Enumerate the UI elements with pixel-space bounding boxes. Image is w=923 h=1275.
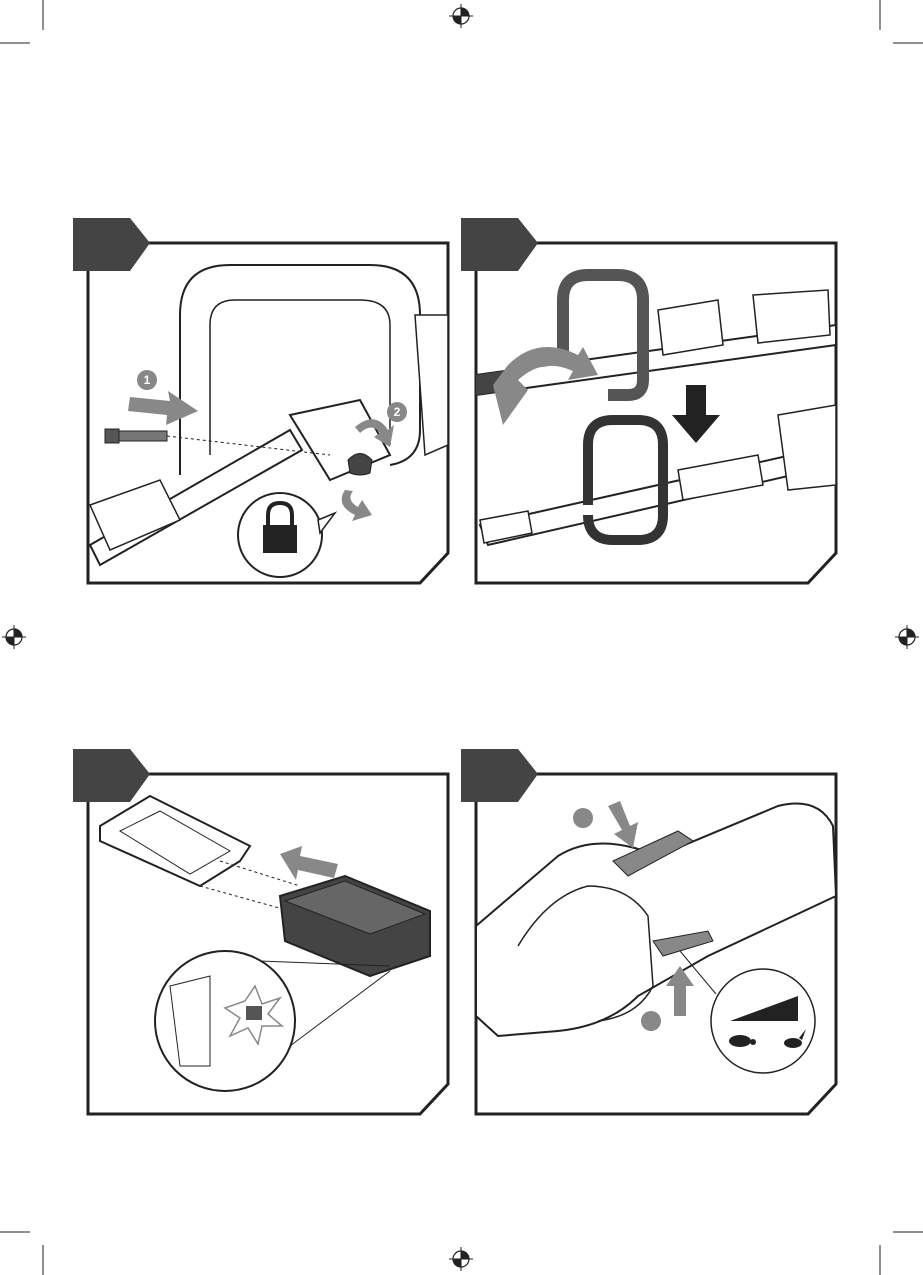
registration-mark-left [2, 625, 26, 649]
panel-trigger-speed [458, 746, 843, 1121]
panel-trigger-speed-art [458, 746, 843, 1121]
panel-insert-battery [70, 746, 455, 1121]
registration-mark-bottom [449, 1247, 473, 1271]
registration-mark-right [895, 625, 919, 649]
step-label-1: 1 [137, 370, 157, 390]
panel-insert-battery-art [70, 746, 455, 1121]
panel-assemble-handle: 1 2 [70, 215, 455, 590]
panel-rotate-handle-art [458, 215, 843, 590]
wing-nut-icon [348, 454, 372, 476]
registration-mark-top [449, 4, 473, 28]
step-label-2: 2 [387, 402, 407, 422]
bolt-icon [105, 429, 167, 443]
panel-rotate-handle [458, 215, 843, 590]
